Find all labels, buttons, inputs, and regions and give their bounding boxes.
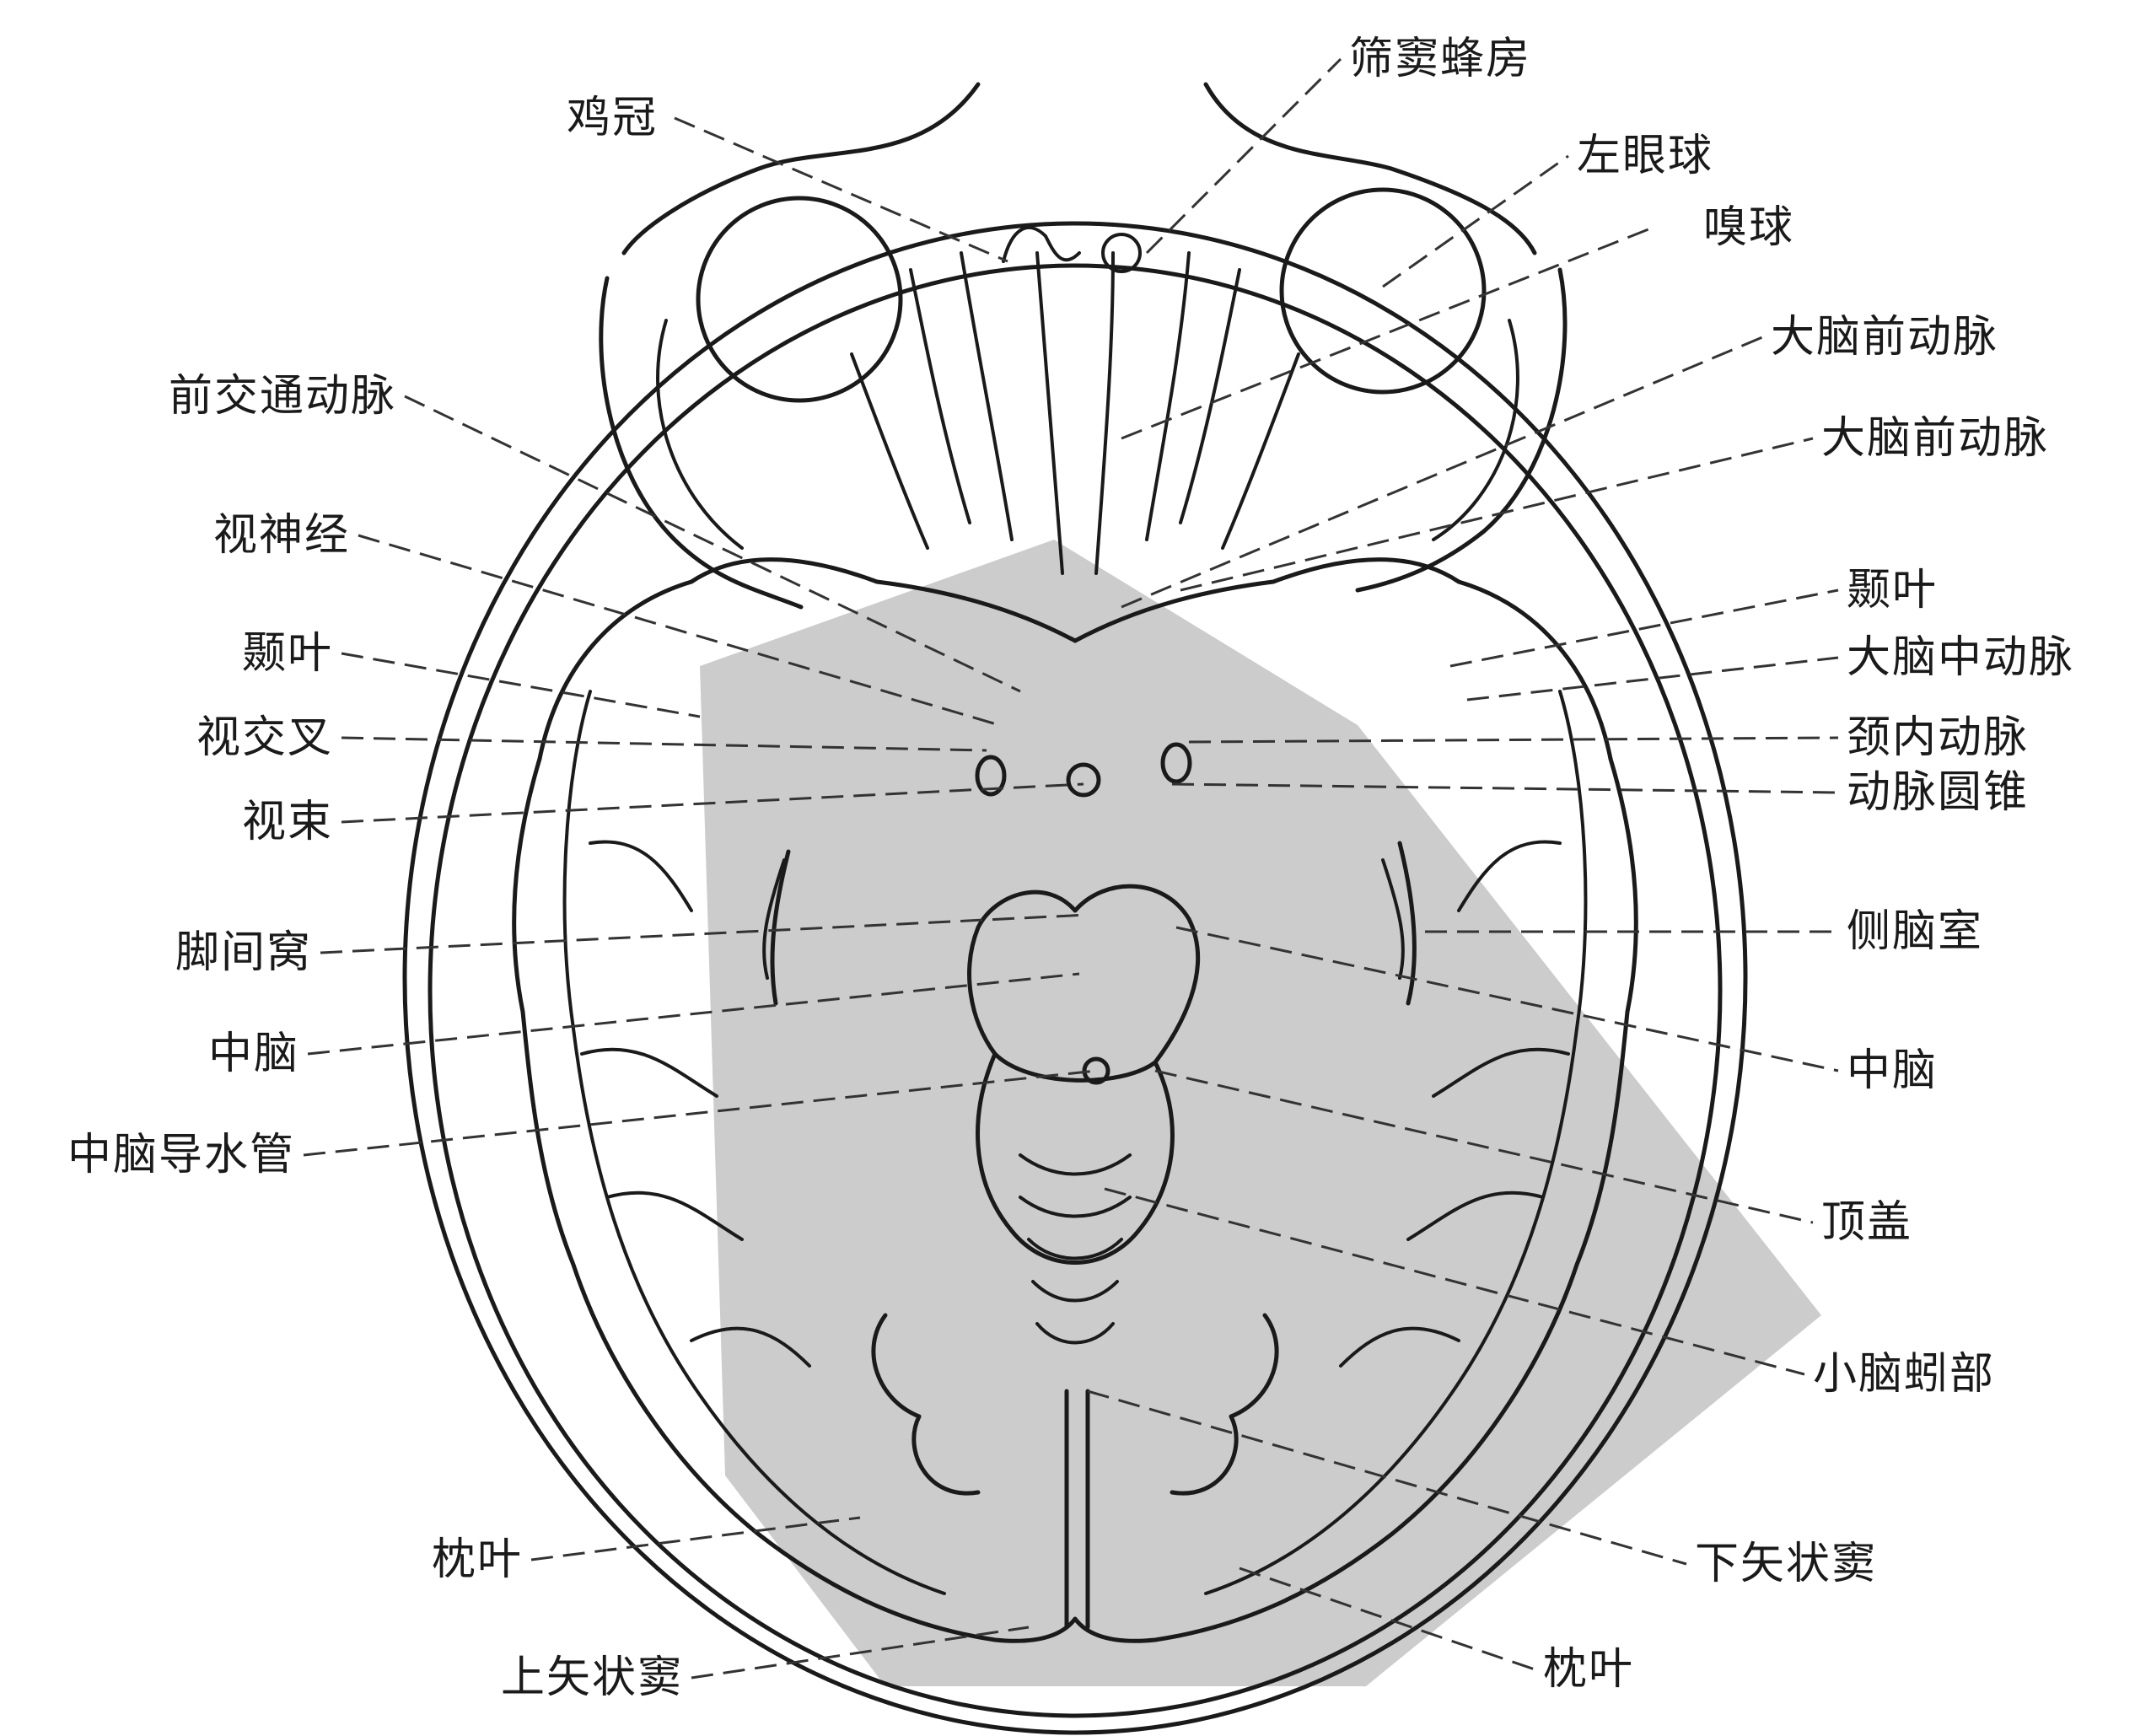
label-olfactory-bulb: 嗅球 <box>1703 202 1794 253</box>
label-optic-tract: 视束 <box>242 797 333 847</box>
label-occipital-lobe-right: 枕叶 <box>1543 1644 1634 1695</box>
label-occipital-lobe-left: 枕叶 <box>432 1534 523 1585</box>
label-midbrain-right: 中脑 <box>1847 1045 1938 1096</box>
label-ethmoid-air-cells: 筛窦蜂房 <box>1349 34 1531 84</box>
face-outline-left <box>624 84 978 253</box>
label-anterior-cerebral-artery-2: 大脑前动脉 <box>1821 413 2049 464</box>
label-middle-cerebral-artery: 大脑中动脉 <box>1847 632 2074 683</box>
label-anterior-cerebral-artery-1: 大脑前动脉 <box>1771 312 1998 363</box>
label-midbrain-left: 中脑 <box>208 1029 299 1079</box>
right-eyeball-circle <box>698 198 901 400</box>
watermark-band <box>700 540 1821 1686</box>
label-internal-carotid-artery: 颈内动脉 <box>1847 712 2029 763</box>
label-anterior-communicating-artery: 前交通动脉 <box>169 371 396 422</box>
face-outline-right <box>1206 84 1535 253</box>
label-temporal-lobe-left: 颞叶 <box>242 628 333 679</box>
label-cerebral-aqueduct: 中脑导水管 <box>67 1130 295 1180</box>
label-cerebellar-vermis: 小脑蚓部 <box>1813 1349 1995 1400</box>
label-optic-chiasm: 视交叉 <box>196 712 333 763</box>
label-lateral-ventricle: 侧脑室 <box>1847 906 1983 957</box>
label-interpeduncular-fossa: 脚间窝 <box>175 927 312 978</box>
label-temporal-lobe-right: 颞叶 <box>1847 565 1938 615</box>
label-superior-sagittal-sinus: 上矢状窦 <box>501 1653 683 1703</box>
label-conus-arteriosus: 动脉圆锥 <box>1847 767 2029 818</box>
label-optic-nerve: 视神经 <box>213 510 350 561</box>
label-left-eyeball: 左眼球 <box>1577 131 1713 181</box>
label-tectum: 顶盖 <box>1821 1197 1912 1248</box>
label-crista-galli: 鸡冠 <box>567 93 658 143</box>
label-inferior-sagittal-sinus: 下矢状窦 <box>1695 1539 1877 1589</box>
